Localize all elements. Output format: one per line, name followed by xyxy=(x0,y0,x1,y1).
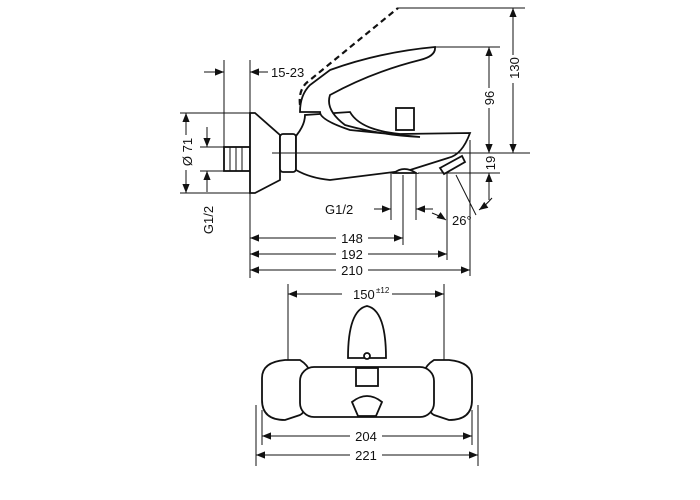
dim-angle-26: 26° xyxy=(452,213,472,228)
dim-148: 148 xyxy=(341,231,363,246)
lever-pin xyxy=(363,352,371,360)
lever-front xyxy=(347,305,387,359)
lever-handle xyxy=(299,46,436,138)
front-view: 150 ±12 204 221 xyxy=(255,284,479,466)
dim-221: 221 xyxy=(355,448,377,463)
dim-outlet-thread: G1/2 xyxy=(325,202,353,217)
aerator xyxy=(438,154,467,176)
dim-192: 192 xyxy=(341,247,363,262)
dim-150: 150 xyxy=(353,287,375,302)
spout-front xyxy=(350,395,384,417)
dim-210: 210 xyxy=(341,263,363,278)
dim-19: 19 xyxy=(483,156,498,170)
dim-96: 96 xyxy=(482,91,497,105)
mixer-front-body xyxy=(299,366,435,418)
dim-diameter-71: Ø 71 xyxy=(180,138,195,166)
dim-15-23: 15-23 xyxy=(271,65,304,80)
dim-wall-thread: G1/2 xyxy=(201,206,216,234)
mixer-body xyxy=(295,111,472,181)
diverter-knob xyxy=(395,107,415,131)
dim-150-tolerance: ±12 xyxy=(376,286,390,295)
lever-open-position xyxy=(298,7,399,106)
diverter-front xyxy=(355,367,379,387)
dim-130-label: 130 xyxy=(507,57,522,79)
side-view: 96 130 19 15-23 Ø 71 G1/2 G1/2 26° xyxy=(180,7,530,278)
wall-connector xyxy=(223,146,251,172)
dim-204: 204 xyxy=(355,429,377,444)
